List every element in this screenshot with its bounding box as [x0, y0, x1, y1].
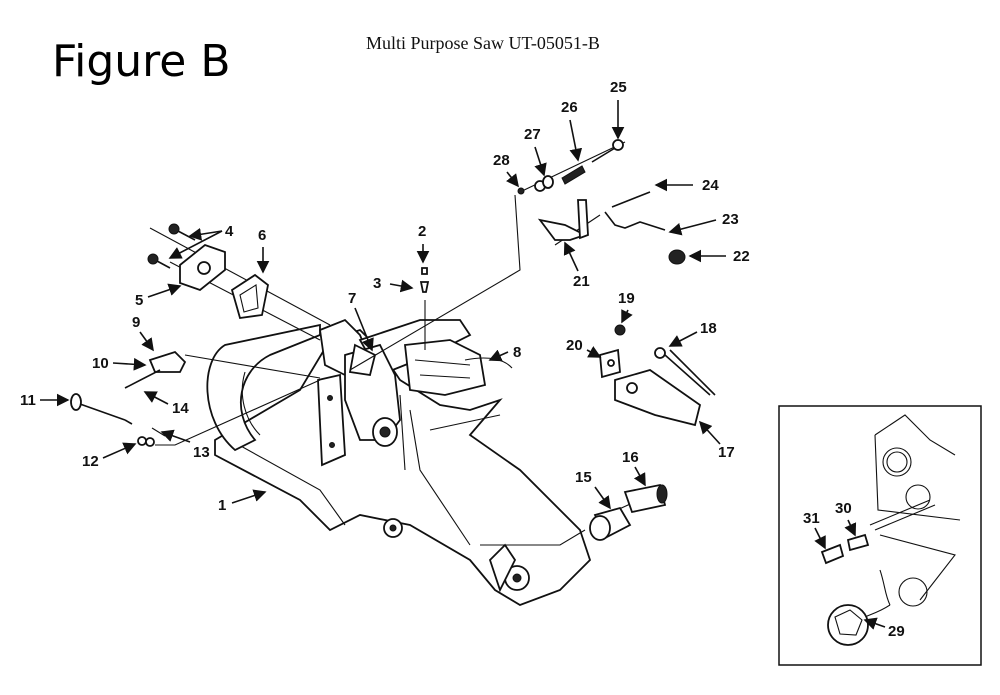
- callout-3: 3: [373, 275, 381, 292]
- callout-16: 16: [622, 449, 639, 466]
- parts-4-5-6: [147, 223, 269, 319]
- parts-15-16: [589, 483, 668, 541]
- callout-15: 15: [575, 469, 592, 486]
- callout-27: 27: [524, 126, 541, 143]
- callout-12: 12: [82, 453, 99, 470]
- callout-25: 25: [610, 79, 627, 96]
- callout-17: 17: [718, 444, 735, 461]
- callout-31: 31: [803, 510, 820, 527]
- callout-28: 28: [493, 152, 510, 169]
- callout-2: 2: [418, 223, 426, 240]
- callout-10: 10: [92, 355, 109, 372]
- callout-18: 18: [700, 320, 717, 337]
- callout-29: 29: [888, 623, 905, 640]
- callout-24: 24: [702, 177, 719, 194]
- callout-8: 8: [513, 344, 521, 361]
- callout-19: 19: [618, 290, 635, 307]
- callout-22: 22: [733, 248, 750, 265]
- callout-6: 6: [258, 227, 266, 244]
- callout-1: 1: [218, 497, 226, 514]
- callouts: 1 2 3 4 5 6 7 8 9 10 11 12 13 14 15: [20, 79, 750, 514]
- detail-inset: 31 30 29: [778, 405, 982, 666]
- upper-mechanism: [317, 318, 513, 467]
- callout-13: 13: [193, 444, 210, 461]
- main-housing: [206, 323, 592, 606]
- callout-30: 30: [835, 500, 852, 517]
- document-title: Multi Purpose Saw UT-05051-B: [366, 33, 600, 53]
- callout-5: 5: [135, 292, 143, 309]
- callout-4: 4: [225, 223, 234, 240]
- callout-23: 23: [722, 211, 739, 228]
- callout-21: 21: [573, 273, 590, 290]
- callout-14: 14: [172, 400, 189, 417]
- parts-9-14: [70, 350, 187, 447]
- callout-26: 26: [561, 99, 578, 116]
- figure-label: Figure B: [52, 36, 231, 87]
- callout-20: 20: [566, 337, 583, 354]
- parts-17-20: [599, 324, 716, 427]
- callout-7: 7: [348, 290, 356, 307]
- parts-21-28: [517, 139, 686, 265]
- callout-9: 9: [132, 314, 140, 331]
- callout-11: 11: [20, 392, 36, 409]
